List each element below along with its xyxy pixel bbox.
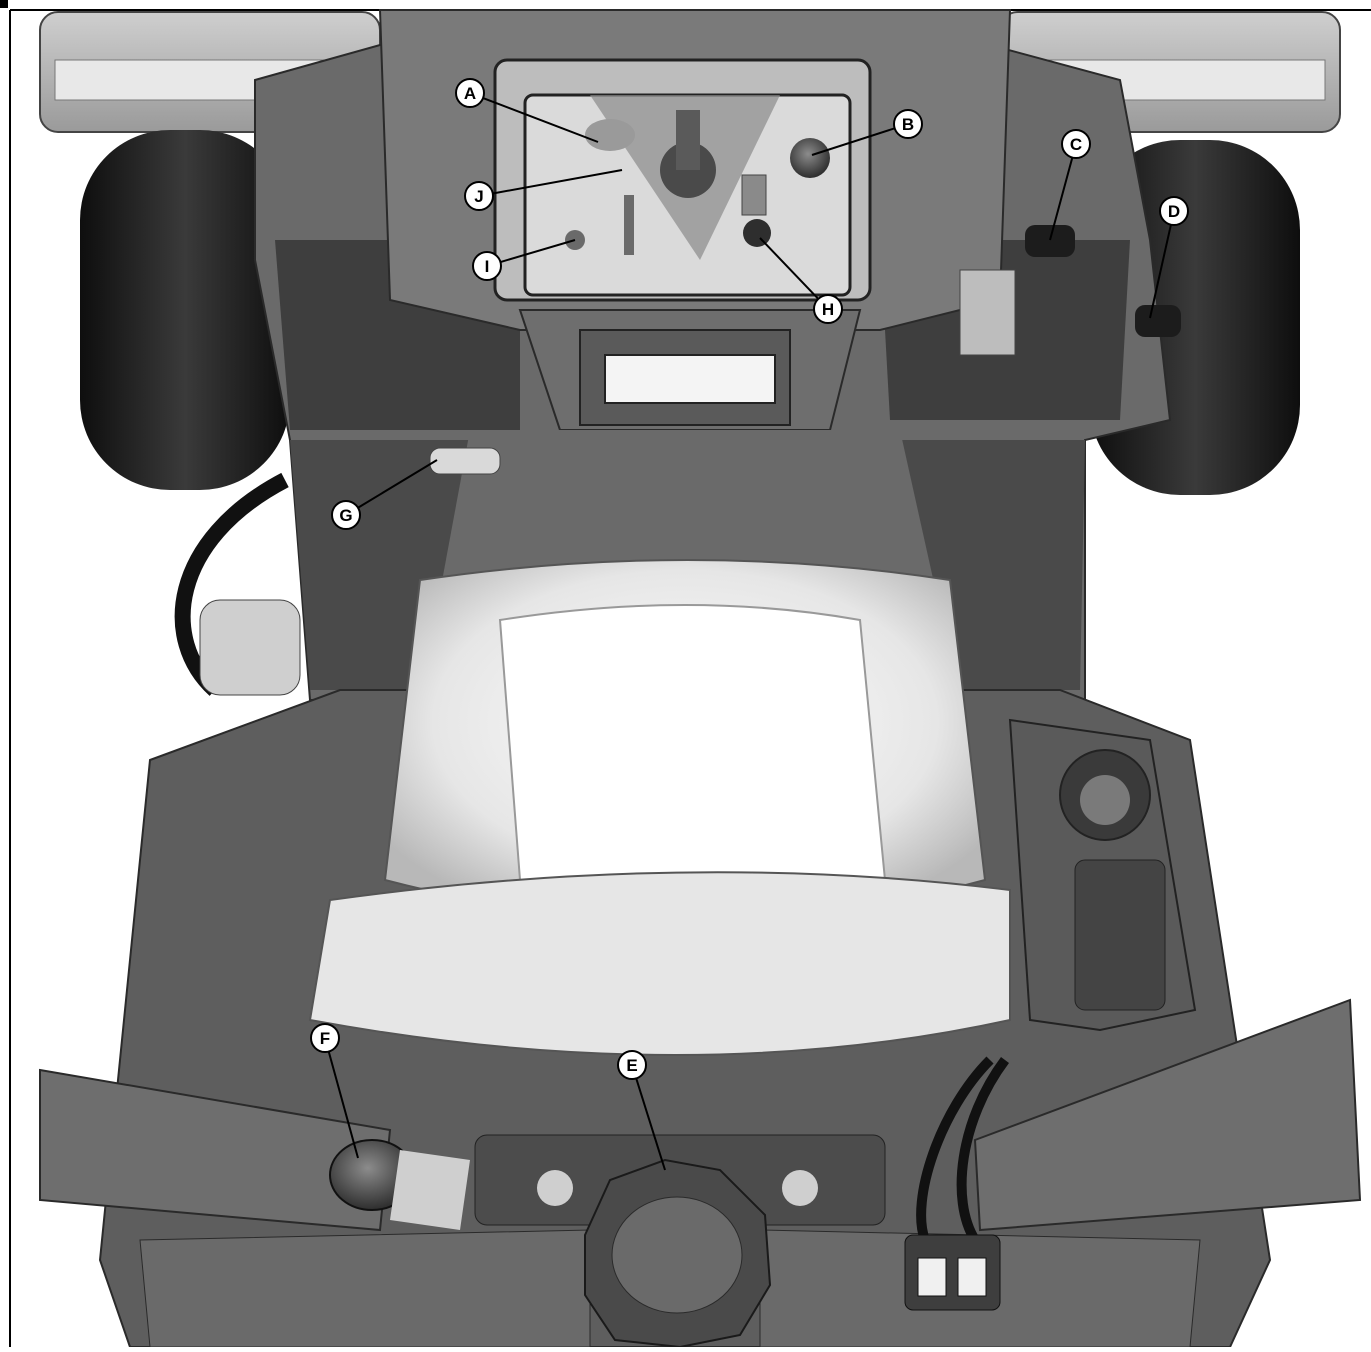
callout-circle-f <box>310 1023 340 1053</box>
callout-j: J <box>464 181 494 211</box>
callout-labels: A B C D E F G H I J <box>310 78 1189 1080</box>
callout-label-d: D <box>1168 202 1180 221</box>
callout-leader-b <box>811 127 895 156</box>
callout-leader-d <box>1149 224 1172 319</box>
callout-circle-b <box>893 109 923 139</box>
fuel-cap <box>329 1139 470 1230</box>
hydraulic-hose-left <box>174 472 301 696</box>
callout-leader-j <box>492 169 623 195</box>
callout-label-e: E <box>626 1056 637 1075</box>
callout-label-h: H <box>822 300 834 319</box>
callout-circle-a <box>455 78 485 108</box>
callout-label-f: F <box>320 1029 330 1048</box>
callout-circle-c <box>1061 129 1091 159</box>
callout-leader-g <box>357 459 438 509</box>
callout-circle-j <box>464 181 494 211</box>
callout-leader-lines <box>327 97 1172 1171</box>
wiring-harness-right <box>904 1056 1010 1311</box>
callout-label-j: J <box>474 187 483 206</box>
throttle-lever <box>429 447 501 475</box>
callout-d: D <box>1159 196 1189 226</box>
right-side-controls <box>959 225 1181 356</box>
callout-label-a: A <box>464 84 476 103</box>
callout-circle-d <box>1159 196 1189 226</box>
callout-a: A <box>455 78 485 108</box>
callout-leader-c <box>1049 157 1074 241</box>
steering-tower <box>378 9 1012 331</box>
callout-g: G <box>331 500 361 530</box>
callout-i: I <box>472 251 502 281</box>
callout-label-g: G <box>339 506 352 525</box>
seat-adjust-knob <box>584 1158 772 1349</box>
operator-seat <box>308 559 1011 1056</box>
callout-label-i: I <box>485 257 490 276</box>
callout-leader-a <box>482 97 599 143</box>
callout-e: E <box>617 1050 647 1080</box>
callout-circle-e <box>617 1050 647 1080</box>
left-rear-tire <box>80 130 290 490</box>
callout-label-c: C <box>1070 135 1082 154</box>
callout-leader-f <box>327 1051 359 1159</box>
callout-label-b: B <box>902 115 914 134</box>
callout-f: F <box>310 1023 340 1053</box>
callout-leader-i <box>500 239 576 263</box>
callout-h: H <box>813 294 843 324</box>
callout-b: B <box>893 109 923 139</box>
callout-circle-g <box>331 500 361 530</box>
callout-circle-i <box>472 251 502 281</box>
right-armrest-console <box>1008 718 1197 1032</box>
callout-c: C <box>1061 129 1091 159</box>
callout-circle-h <box>813 294 843 324</box>
callout-leader-e <box>635 1078 666 1171</box>
callout-leader-h <box>759 237 820 300</box>
